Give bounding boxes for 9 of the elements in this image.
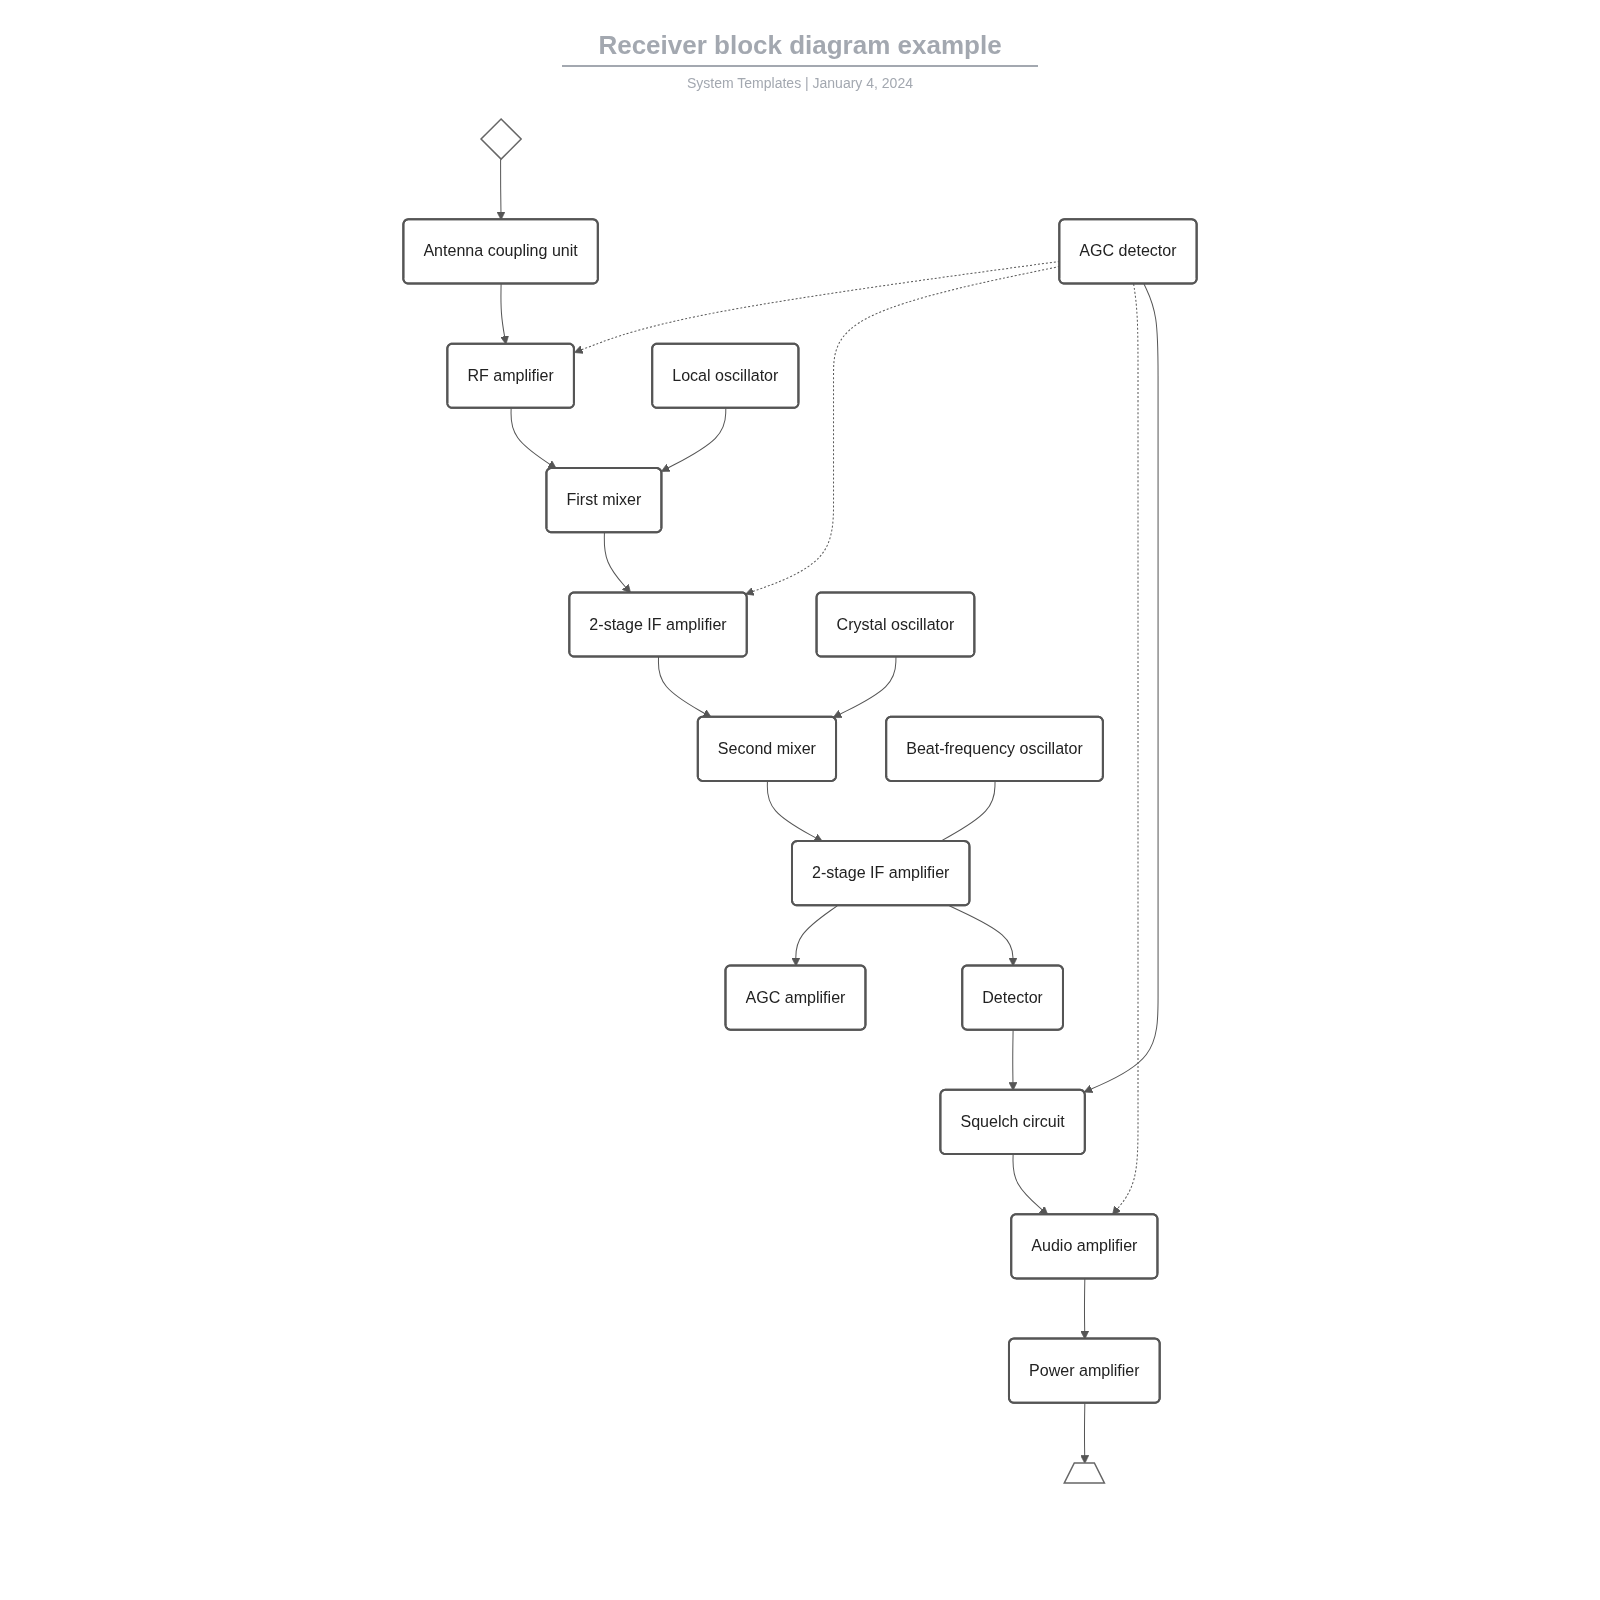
subtitle-text: System Templates | January 4, 2024 (687, 75, 913, 91)
diagram-title: Receiver block diagram example (562, 30, 1038, 67)
arrow (832, 656, 897, 718)
node-trapezoid (1063, 1462, 1106, 1484)
node-diamond (479, 117, 523, 161)
arrow (510, 407, 557, 469)
arrow (766, 780, 823, 842)
arrow (661, 407, 727, 472)
arrow (1083, 283, 1159, 1093)
